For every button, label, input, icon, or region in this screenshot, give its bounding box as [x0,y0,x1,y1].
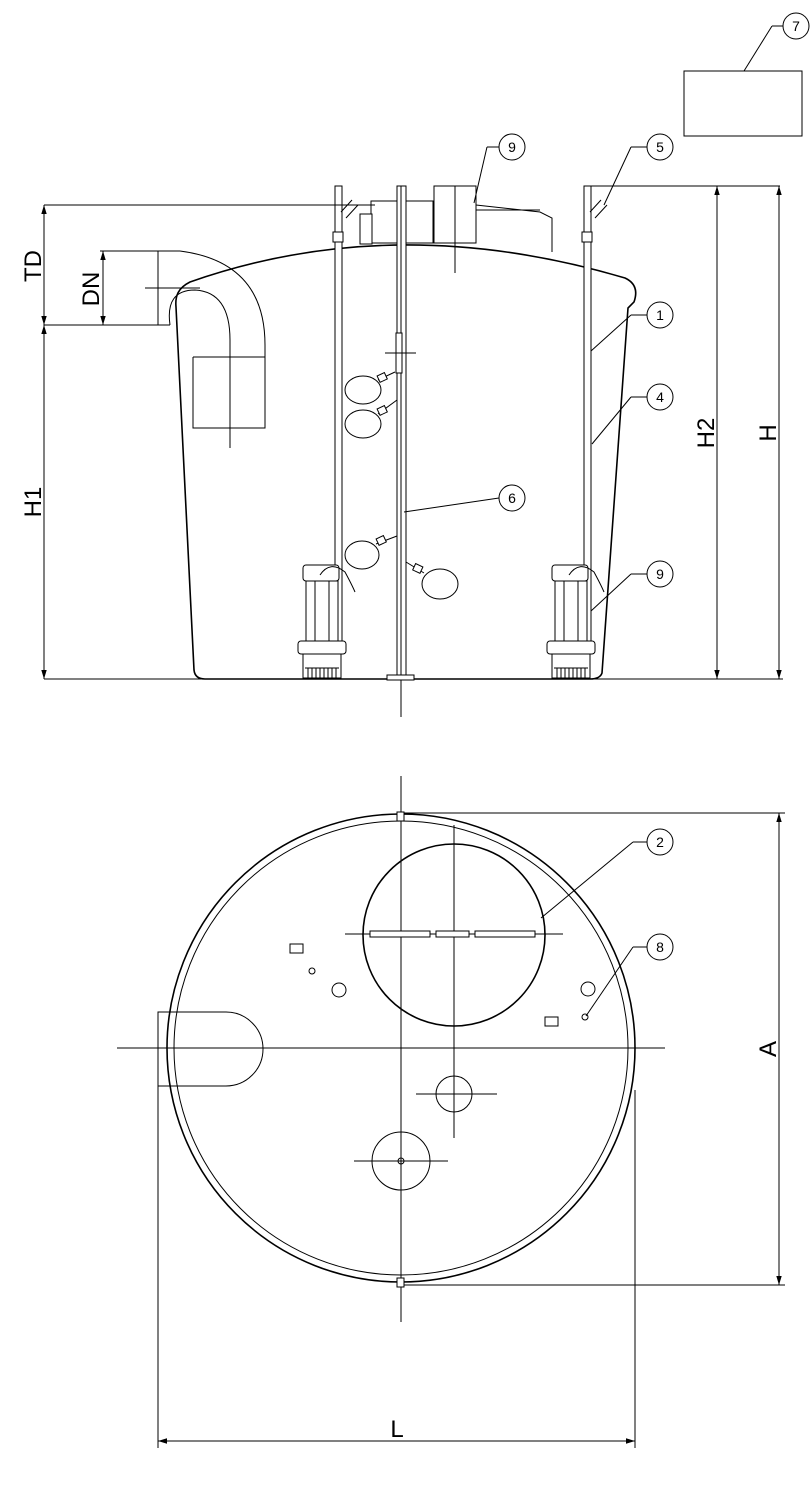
side-view [41,70,803,717]
left-dimensions [41,204,375,679]
left-pump-assembly [297,185,359,679]
callout-5: 5 [603,133,674,206]
callouts: 7 9 5 1 4 6 [403,12,810,1017]
control-box [683,70,803,137]
svg-text:2: 2 [656,834,664,850]
callout-8: 8 [585,933,674,1017]
float-switches [344,371,459,600]
callout-1: 1 [590,301,674,352]
dimension-labels: TD DN H1 H2 H A L [20,250,782,1443]
right-dimensions [610,185,782,679]
inlet-plan [157,1011,264,1087]
label-h: H [755,424,782,441]
svg-text:9: 9 [656,566,664,582]
plan-view [117,776,785,1448]
guide-pipe [385,185,416,717]
right-pump-assembly [546,185,615,679]
label-h2: H2 [693,418,720,449]
svg-text:7: 7 [792,18,800,34]
svg-text:9: 9 [508,139,516,155]
svg-text:1: 1 [656,307,664,323]
label-h1: H1 [20,487,47,518]
svg-text:5: 5 [656,139,664,155]
callout-9-pump: 9 [590,560,674,612]
callout-9-top: 9 [473,133,526,204]
svg-text:6: 6 [508,490,516,506]
svg-text:4: 4 [656,389,664,405]
tank-body [175,244,637,680]
inlet-pipe [100,250,266,448]
label-l: L [390,1416,403,1443]
manhole-cover [359,185,553,273]
callout-4: 4 [591,383,674,445]
label-a: A [755,1041,782,1057]
callout-7: 7 [743,12,810,72]
callout-2: 2 [540,828,674,919]
label-td: TD [20,250,47,282]
callout-6: 6 [403,484,526,513]
svg-text:8: 8 [656,939,664,955]
label-dn: DN [78,272,105,307]
